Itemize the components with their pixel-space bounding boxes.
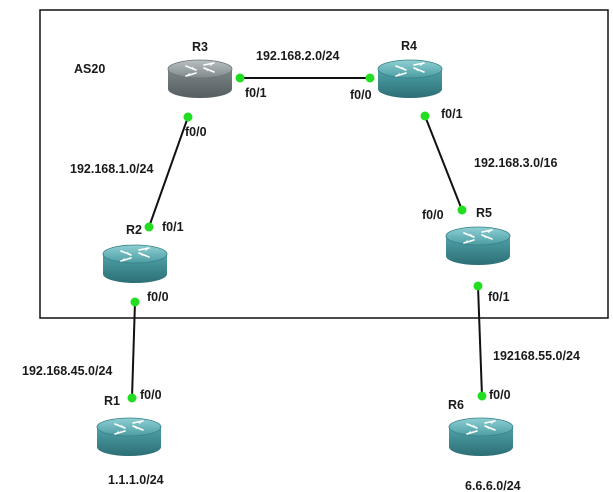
loopback-r6: 6.6.6.0/24 [465,479,521,492]
router-r4-icon[interactable] [377,59,443,99]
router-r1-icon[interactable] [96,417,162,457]
link-r4-r5[interactable] [424,115,463,211]
port-label-r5-f0-0: f0/0 [422,208,444,222]
as-boundary [39,9,609,319]
port-dot-r1-f0-0[interactable] [127,393,137,403]
port-label-r4-f0-1: f0/1 [441,107,463,121]
port-label-r5-f0-1: f0/1 [488,290,510,304]
router-r1-name: R1 [104,394,120,408]
link-r3-r2[interactable] [148,116,189,228]
port-dot-r5-f0-0[interactable] [457,205,467,215]
port-dot-r2-f0-0[interactable] [130,297,140,307]
router-r3-name: R3 [192,40,208,54]
loopback-r1: 1.1.1.0/24 [108,473,164,487]
port-dot-r3-f0-1[interactable] [235,73,245,83]
port-label-r6-f0-0: f0/0 [489,388,511,402]
port-label-r2-f0-1: f0/1 [162,220,184,234]
router-r6-icon[interactable] [448,417,514,457]
router-r2-icon[interactable] [102,244,168,284]
port-label-r3-f0-1: f0/1 [245,86,267,100]
subnet-r5-r6: 192168.55.0/24 [493,349,580,363]
router-r6-name: R6 [448,398,464,412]
link-r5-r6[interactable] [477,285,483,397]
port-label-r3-f0-0: f0/0 [185,125,207,139]
router-r3-icon[interactable] [167,59,233,99]
port-dot-r4-f0-0[interactable] [365,73,375,83]
router-r5-icon[interactable] [445,226,511,266]
subnet-r4-r5: 192.168.3.0/16 [474,156,557,170]
port-label-r1-f0-0: f0/0 [140,388,162,402]
subnet-r2-r1: 192.168.45.0/24 [22,364,112,378]
port-dot-r6-f0-0[interactable] [477,391,487,401]
router-r5-name: R5 [476,206,492,220]
router-r4-name: R4 [401,39,417,53]
port-dot-r3-f0-0[interactable] [183,112,193,122]
port-label-r2-f0-0: f0/0 [147,290,169,304]
subnet-r3-r4: 192.168.2.0/24 [256,49,339,63]
router-r2-name: R2 [126,223,142,237]
subnet-r3-r2: 192.168.1.0/24 [70,162,153,176]
port-dot-r4-f0-1[interactable] [420,111,430,121]
port-dot-r2-f0-1[interactable] [144,222,154,232]
port-label-r4-f0-0: f0/0 [350,88,372,102]
as-label: AS20 [74,62,105,76]
port-dot-r5-f0-1[interactable] [473,281,483,291]
link-r2-r1[interactable] [131,301,136,399]
